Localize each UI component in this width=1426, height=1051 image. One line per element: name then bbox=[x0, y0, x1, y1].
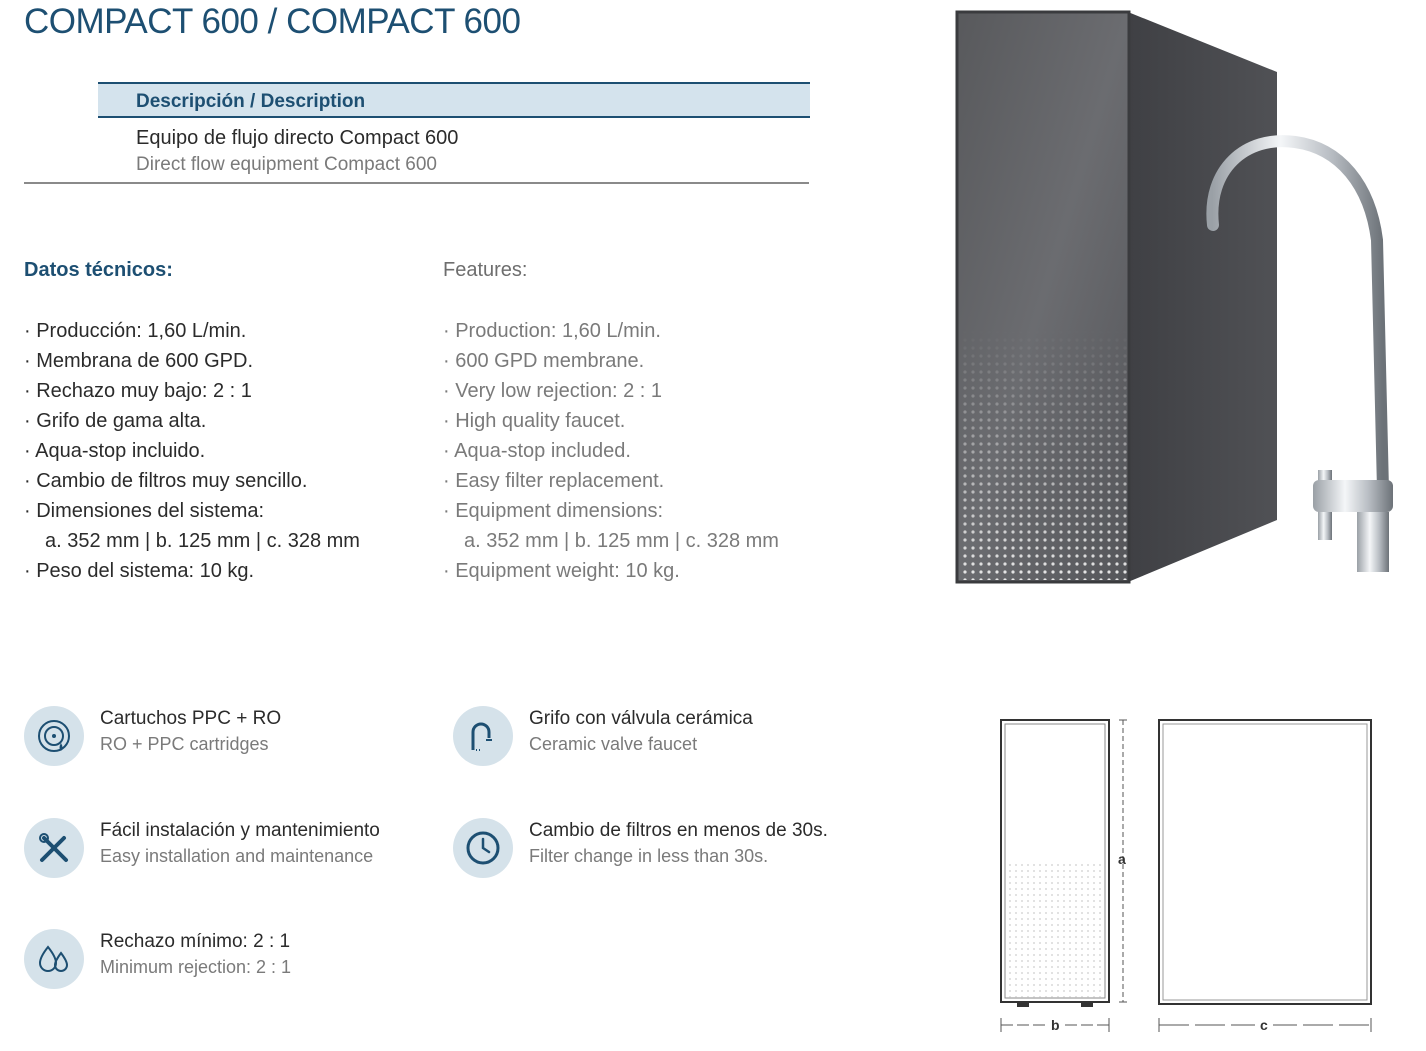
feature-item: · Equipment weight: 10 kg. bbox=[443, 560, 680, 582]
feature-item: · Equipment dimensions: bbox=[443, 500, 664, 522]
tech-item: · Grifo de gama alta. bbox=[24, 410, 207, 432]
feature-item: · Aqua-stop included. bbox=[443, 440, 631, 462]
features-list: · Production: 1,60 L/min. · 600 GPD memb… bbox=[443, 316, 779, 586]
clock-icon bbox=[453, 818, 513, 878]
tech-item: · Membrana de 600 GPD. bbox=[24, 350, 253, 372]
divider bbox=[24, 182, 809, 184]
tech-data-list: · Producción: 1,60 L/min. · Membrana de … bbox=[24, 316, 360, 586]
feature-subtitle: Filter change in less than 30s. bbox=[529, 846, 769, 866]
tech-item: · Aqua-stop incluido. bbox=[24, 440, 206, 462]
features-heading: Features: bbox=[443, 259, 528, 281]
feature-subtitle: Ceramic valve faucet bbox=[529, 734, 698, 754]
page-title: COMPACT 600 / COMPACT 600 bbox=[24, 2, 521, 41]
unit-side-panel bbox=[1128, 12, 1277, 582]
feature-item: · Production: 1,60 L/min. bbox=[443, 320, 661, 342]
feature-subtitle: RO + PPC cartridges bbox=[100, 734, 269, 754]
feature-item: · Very low rejection: 2 : 1 bbox=[443, 380, 662, 402]
feature-item-dimensions: a. 352 mm | b. 125 mm | c. 328 mm bbox=[464, 530, 779, 552]
dimension-label-c: c bbox=[1260, 1017, 1268, 1033]
tech-item: · Cambio de filtros muy sencillo. bbox=[24, 470, 308, 492]
tech-item: · Dimensiones del sistema: bbox=[24, 500, 265, 522]
side-view bbox=[1158, 719, 1372, 1005]
tech-data-heading: Datos técnicos: bbox=[24, 259, 173, 281]
tools-icon bbox=[24, 818, 84, 878]
description-es: Equipo de flujo directo Compact 600 bbox=[136, 127, 459, 149]
feature-subtitle: Minimum rejection: 2 : 1 bbox=[100, 957, 292, 977]
description-header-label: Descripción / Description bbox=[136, 91, 366, 112]
feature-title: Fácil instalación y mantenimiento bbox=[100, 820, 380, 841]
faucet-spout bbox=[1206, 135, 1389, 496]
tech-item: · Producción: 1,60 L/min. bbox=[24, 320, 247, 342]
cartridge-icon bbox=[24, 706, 84, 766]
product-image bbox=[955, 10, 1393, 584]
feature-item: · 600 GPD membrane. bbox=[443, 350, 645, 372]
tech-item-dimensions: a. 352 mm | b. 125 mm | c. 328 mm bbox=[45, 530, 360, 552]
feature-title: Rechazo mínimo: 2 : 1 bbox=[100, 931, 291, 952]
faucet-body bbox=[1313, 480, 1393, 512]
feature-title: Cambio de filtros en menos de 30s. bbox=[529, 820, 828, 841]
dimension-label-a: a bbox=[1118, 851, 1126, 867]
feature-title: Cartuchos PPC + RO bbox=[100, 708, 282, 729]
water-drops-icon bbox=[24, 929, 84, 989]
tech-item: · Rechazo muy bajo: 2 : 1 bbox=[24, 380, 252, 402]
description-en: Direct flow equipment Compact 600 bbox=[136, 154, 437, 175]
feature-title: Grifo con válvula cerámica bbox=[529, 708, 753, 729]
feature-item: · High quality faucet. bbox=[443, 410, 626, 432]
feature-item: · Easy filter replacement. bbox=[443, 470, 665, 492]
description-header: Descripción / Description bbox=[98, 82, 810, 118]
faucet-icon bbox=[453, 706, 513, 766]
dimension-label-b: b bbox=[1051, 1017, 1060, 1033]
dimensions-diagram: a b c bbox=[1000, 719, 1372, 1034]
feature-subtitle: Easy installation and maintenance bbox=[100, 846, 374, 866]
tech-item: · Peso del sistema: 10 kg. bbox=[24, 560, 255, 582]
